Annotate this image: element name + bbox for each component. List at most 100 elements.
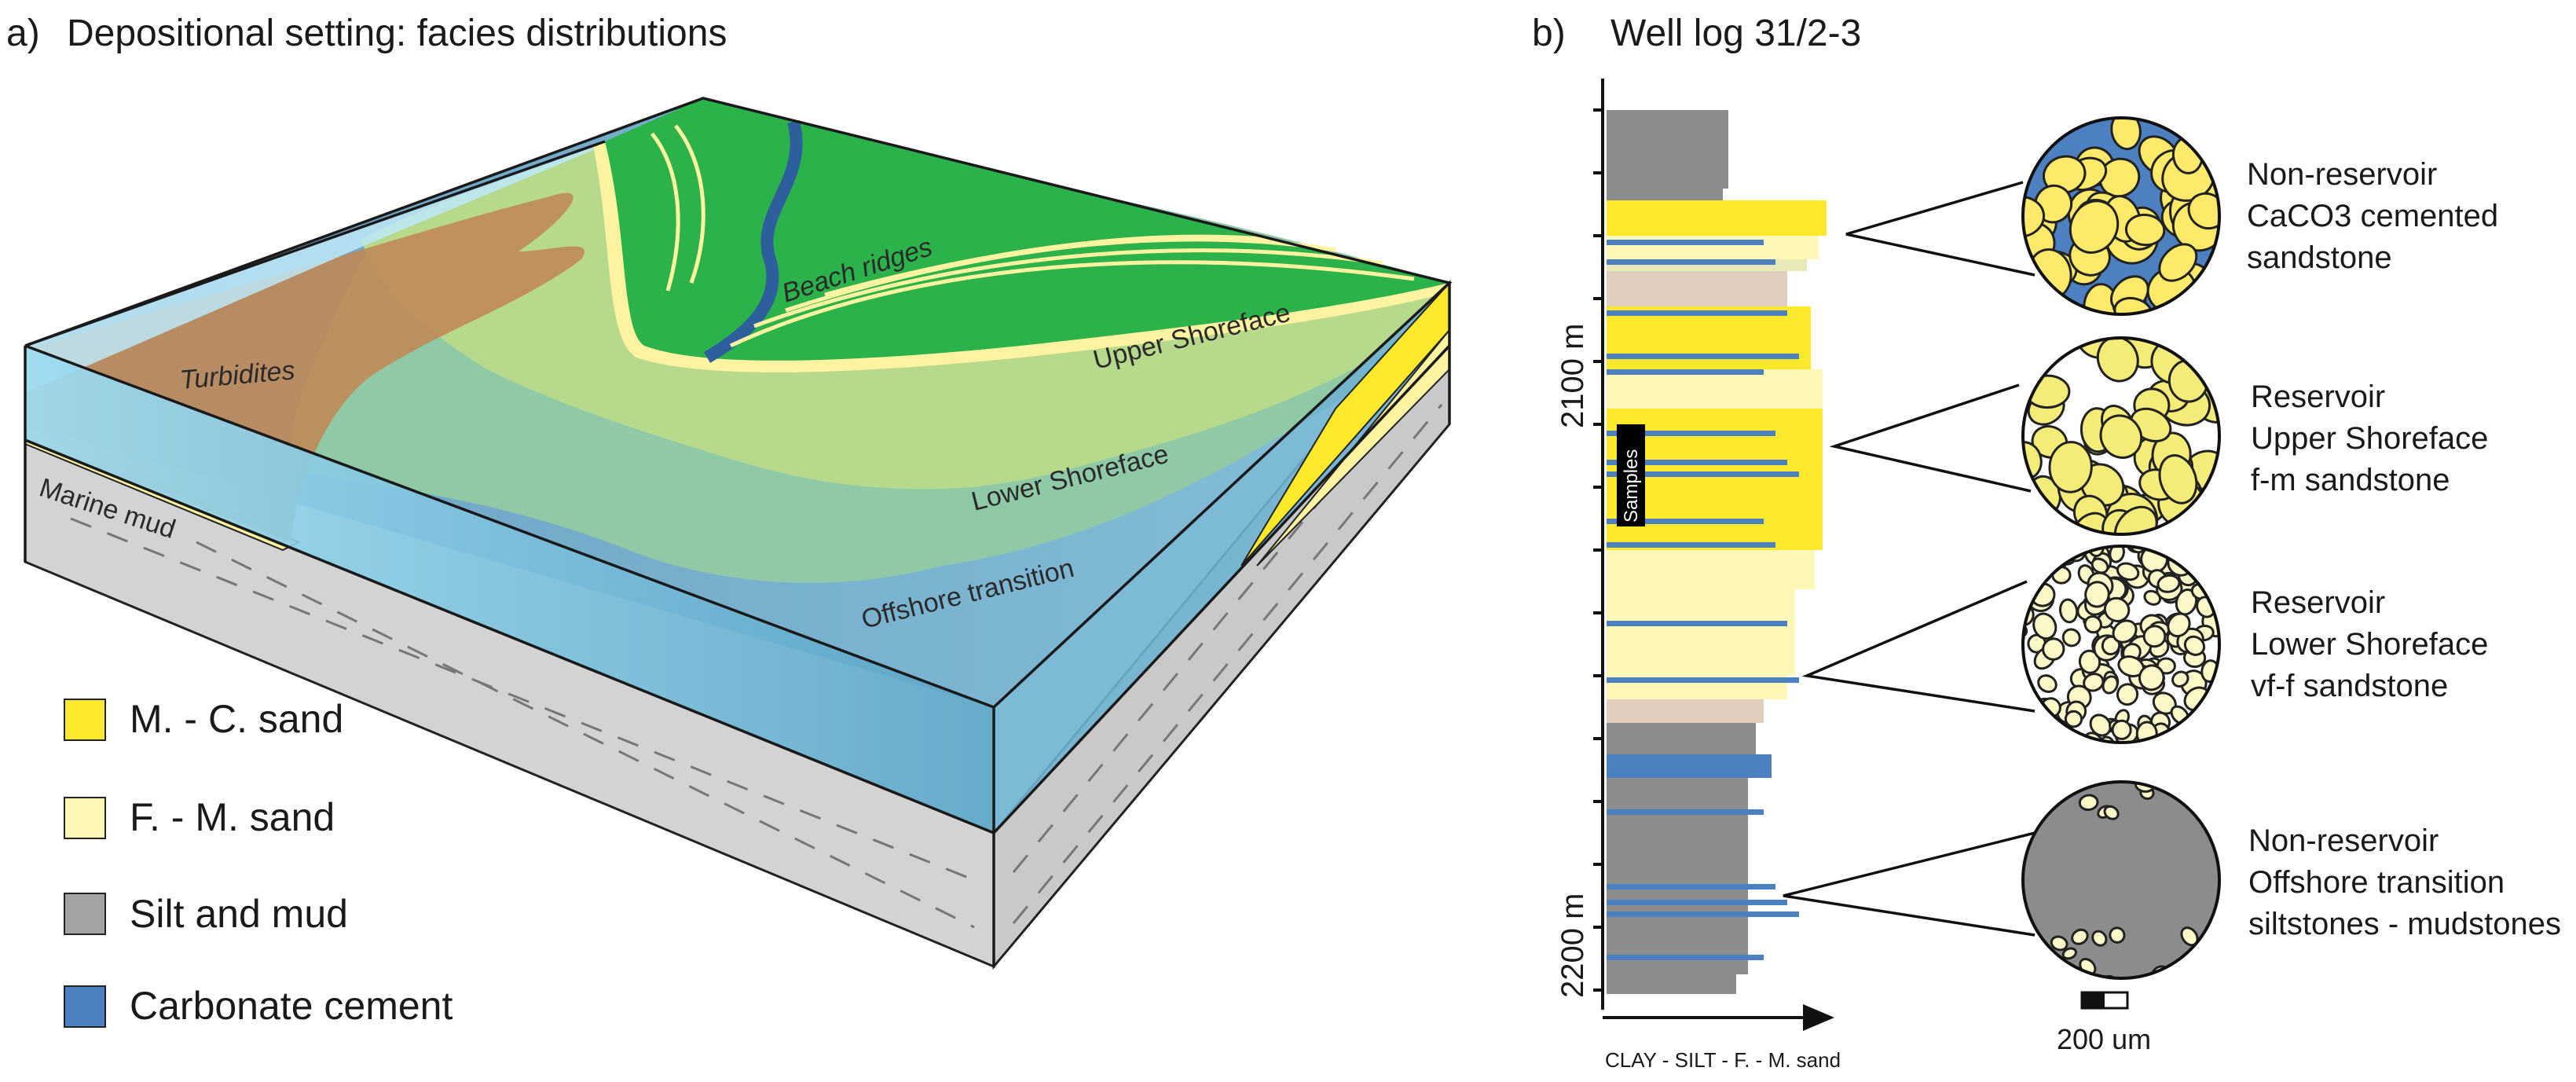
sand-grain <box>2158 243 2198 282</box>
thin-section-offshore <box>2021 780 2221 980</box>
sand-grain <box>2083 673 2105 692</box>
log-layer <box>1607 723 1756 754</box>
legend-label-silt-mud: Silt and mud <box>130 892 348 936</box>
sand-grain <box>2183 635 2206 656</box>
sand-grain <box>2084 581 2110 608</box>
sand-grain <box>2112 619 2138 644</box>
legend: M. - C. sand F. - M. sand Silt and mud C… <box>64 697 453 1028</box>
lower-shoreface-grains <box>2023 546 2219 743</box>
desc-4-line-2: Offshore transition <box>2248 865 2505 900</box>
sand-grain <box>2089 713 2112 737</box>
sand-grain <box>2064 710 2083 728</box>
log-layer <box>1607 189 1723 200</box>
scale-bar: 200 um <box>2057 991 2151 1055</box>
sand-grain <box>2116 683 2139 706</box>
samples-marker <box>1617 424 1645 526</box>
depth-label-2200: 2200 m <box>1555 893 1590 998</box>
sand-grain <box>2124 213 2166 247</box>
sand-grain <box>2078 794 2099 812</box>
sand-grain <box>2116 562 2140 581</box>
water-top-left <box>25 141 605 393</box>
log-layer <box>1607 236 1819 259</box>
log-layer <box>1607 778 1748 974</box>
sand-grain <box>2109 926 2126 944</box>
sand-grain <box>2099 414 2143 459</box>
thin-section-lower-shoreface <box>2021 545 2221 744</box>
panel-b-title: Well log 31/2-3 <box>1610 13 1861 54</box>
coastal-plain <box>605 98 1449 361</box>
description-upper-shoreface: Reservoir Upper Shoreface f-m sandstone <box>2251 380 2488 497</box>
log-layer <box>1607 110 1728 189</box>
log-layer <box>1607 271 1787 306</box>
carbonate-stringer <box>1607 900 1787 905</box>
upper-shoreface-grains <box>2023 338 2219 534</box>
carbonate-stringer <box>1607 259 1775 265</box>
panel-b: b) Well log 31/2-3 2100 m 2200 m Samples… <box>1532 13 2561 1072</box>
sand-grain <box>2090 557 2109 574</box>
desc-3-line-2: Lower Shoreface <box>2251 627 2488 662</box>
carbonate-stringer <box>1607 310 1787 316</box>
desc-1-line-3: sandstone <box>2247 240 2392 275</box>
carbonate-stringer <box>1607 955 1764 960</box>
carbonate-stringer <box>1607 809 1764 815</box>
legend-label-carbonate: Carbonate cement <box>130 984 453 1028</box>
sand-grain <box>2048 441 2093 493</box>
thin-section-cemented <box>2021 116 2221 316</box>
sand-grain <box>2050 935 2068 952</box>
well-log-column <box>1607 110 1827 994</box>
legend-swatch-silt-mud <box>64 893 106 935</box>
desc-4-line-3: siltstones - mudstones <box>2248 907 2561 941</box>
carbonate-stringer <box>1607 431 1775 436</box>
description-lower-shoreface: Reservoir Lower Shoreface vf-f sandstone <box>2251 585 2488 703</box>
carbonate-stringer <box>1607 677 1799 683</box>
description-cemented: Non-reservoir CaCO3 cemented sandstone <box>2247 157 2498 275</box>
sand-grain <box>2037 674 2058 693</box>
sand-grain <box>2042 637 2065 661</box>
sand-grain <box>2111 719 2132 740</box>
beach-ridge-lines <box>650 124 1415 348</box>
sand-grain <box>2142 625 2167 648</box>
description-offshore: Non-reservoir Offshore transition siltst… <box>2248 823 2561 941</box>
sand-grain <box>2113 505 2158 534</box>
samples-label: Samples <box>1621 449 1642 523</box>
grain-size-axis-label: CLAY - SILT - F. - M. sand <box>1605 1048 1841 1072</box>
legend-swatch-fm-sand <box>64 797 106 839</box>
sand-grain <box>2023 196 2046 238</box>
panel-b-tag: b) <box>1532 13 1566 54</box>
sand-grain <box>2110 118 2142 151</box>
sand-grain <box>2109 546 2125 563</box>
depth-ticks <box>1593 108 1603 992</box>
desc-1-line-2: CaCO3 cemented <box>2247 199 2498 233</box>
sand-grain <box>2059 598 2079 624</box>
desc-4-line-1: Non-reservoir <box>2248 823 2439 858</box>
sand-grain <box>2103 596 2131 622</box>
sand-grain <box>2078 649 2101 674</box>
legend-swatch-carbonate <box>64 985 106 1028</box>
sand-grain <box>2103 805 2120 820</box>
carbonate-stringer <box>1607 240 1764 245</box>
carbonate-stringer <box>1607 471 1799 477</box>
desc-2-line-3: f-m sandstone <box>2251 463 2450 497</box>
log-layer <box>1607 754 1772 778</box>
sand-grain <box>2051 566 2072 585</box>
sand-grain <box>2087 546 2105 558</box>
sand-grain <box>2032 612 2058 640</box>
sand-grain <box>2143 589 2162 606</box>
sand-grain <box>2023 620 2028 638</box>
sand-grain <box>2042 155 2087 194</box>
thin-section-upper-shoreface <box>2021 336 2221 536</box>
panel-a-tag: a) <box>6 13 40 54</box>
desc-1-line-1: Non-reservoir <box>2247 157 2437 192</box>
legend-swatch-mc-sand <box>64 699 106 741</box>
sand-grain <box>2187 192 2219 230</box>
depth-label-2100: 2100 m <box>1555 324 1590 428</box>
sand-grain <box>2156 574 2181 593</box>
desc-3-line-1: Reservoir <box>2251 585 2385 620</box>
sand-grain <box>2167 612 2191 638</box>
log-layer <box>1607 974 1736 994</box>
sand-grain <box>2068 200 2120 254</box>
sand-grain <box>2138 664 2165 691</box>
scale-bar-label: 200 um <box>2057 1023 2151 1055</box>
carbonate-stringer <box>1607 621 1787 626</box>
